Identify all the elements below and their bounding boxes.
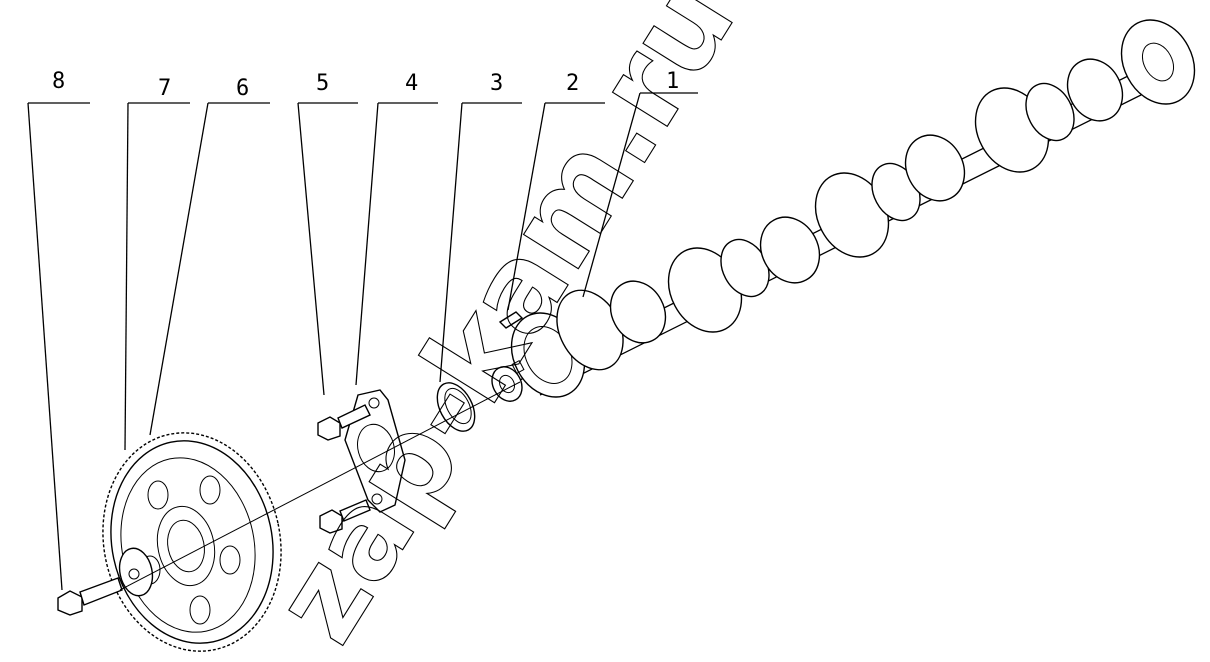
gear-bolt <box>57 577 123 616</box>
callout-6: 6 <box>236 76 249 101</box>
callout-5: 5 <box>316 71 329 96</box>
callout-4: 4 <box>405 71 418 96</box>
camshaft-lobe <box>609 58 1124 344</box>
callout-1: 1 <box>666 69 679 94</box>
callout-8: 8 <box>52 69 65 94</box>
gear-washer <box>118 547 154 597</box>
watermark: zap-kam.ru <box>247 0 761 662</box>
camshaft-gear <box>102 432 282 652</box>
assembly-axis <box>119 381 521 591</box>
flange-bolt-lower <box>319 499 371 534</box>
thrust-flange <box>344 389 406 513</box>
camshaft-rear-journal <box>1120 19 1196 105</box>
camshaft-journal-front <box>510 289 624 398</box>
spacer-ring <box>436 382 476 432</box>
callout-labels: 8 7 6 5 4 3 2 1 <box>52 69 679 101</box>
camshaft <box>491 19 1196 402</box>
callout-2: 2 <box>566 71 579 96</box>
callout-leaders <box>27 92 698 591</box>
callout-7: 7 <box>158 76 171 101</box>
callout-3: 3 <box>490 71 503 96</box>
flange-bolt <box>317 404 371 441</box>
woodruff-key <box>498 311 524 329</box>
